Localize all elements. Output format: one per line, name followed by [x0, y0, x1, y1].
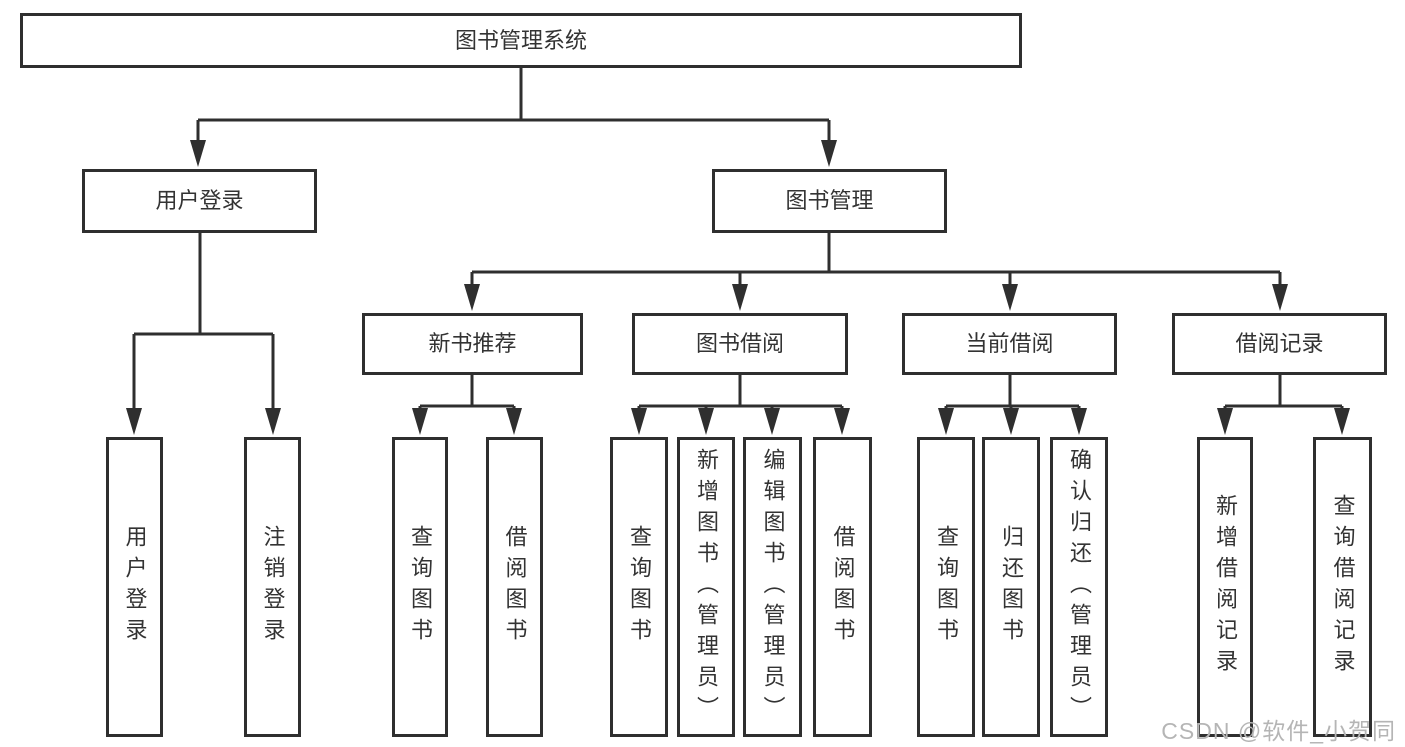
- leaf-query-borrow-record: 查询借阅记录: [1313, 437, 1372, 737]
- leaf-add-borrow-record: 新增借阅记录: [1197, 437, 1253, 737]
- node-new-book-recommend: 新书推荐: [362, 313, 583, 375]
- arrowheads: [126, 140, 1350, 435]
- node-user-login-branch: 用户登录: [82, 169, 317, 233]
- leaf-confirm-return-admin: 确认归还（管理员）: [1050, 437, 1108, 737]
- node-current-borrowing: 当前借阅: [902, 313, 1117, 375]
- leaf-edit-books-admin: 编辑图书（管理员）: [743, 437, 802, 737]
- leaf-query-books-current: 查询图书: [917, 437, 975, 737]
- node-book-borrowing: 图书借阅: [632, 313, 848, 375]
- node-root-library-system: 图书管理系统: [20, 13, 1022, 68]
- node-book-management-branch: 图书管理: [712, 169, 947, 233]
- leaf-add-books-admin: 新增图书（管理员）: [677, 437, 735, 737]
- leaf-borrow-books: 借阅图书: [813, 437, 872, 737]
- leaf-query-books-borrowing: 查询图书: [610, 437, 668, 737]
- leaf-borrow-books-recommend: 借阅图书: [486, 437, 543, 737]
- node-borrowing-records: 借阅记录: [1172, 313, 1387, 375]
- leaf-return-books: 归还图书: [982, 437, 1040, 737]
- leaf-logout: 注销登录: [244, 437, 301, 737]
- leaf-user-login: 用户登录: [106, 437, 163, 737]
- leaf-query-books-recommend: 查询图书: [392, 437, 448, 737]
